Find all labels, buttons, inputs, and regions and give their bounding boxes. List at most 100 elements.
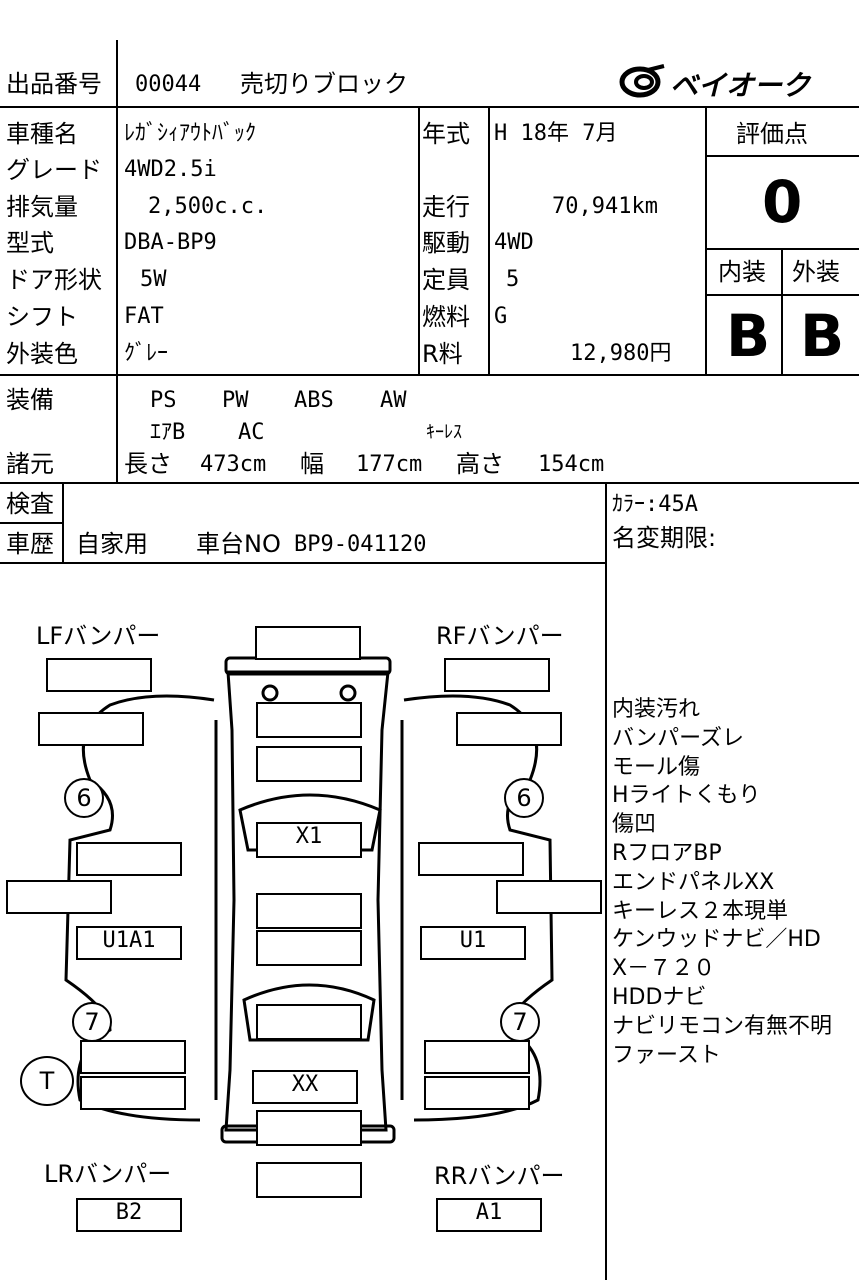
divider-grade: [705, 106, 707, 374]
right-door-mark-box: U1: [420, 926, 526, 960]
equip-keyless: ｷｰﾚｽ: [426, 422, 462, 443]
divider-inspect: [0, 482, 859, 484]
note-item: 内装汚れ: [612, 697, 701, 722]
exterior-grade: B: [800, 302, 845, 370]
notes-list: 内装汚れ バンパーズレ モール傷 Hライトくもり 傷凹 RフロアBP エンドパネ…: [612, 696, 856, 1070]
color-value: ｸﾞﾚｰ: [124, 341, 169, 366]
model-value: ﾚｶﾞｼｨｱｳﾄﾊﾞｯｸ: [124, 121, 257, 146]
divider-header: [0, 106, 859, 108]
hood-front-box: [255, 626, 361, 660]
width-value: 177cm: [356, 452, 423, 477]
chassis-value: BP9-041120: [294, 532, 427, 557]
rf-tire-circle: 6: [504, 778, 544, 818]
rf-door-box: [418, 842, 524, 876]
dimensions-label: 諸元: [6, 450, 54, 478]
rr-quarter-box: [424, 1040, 530, 1074]
capacity-label: 定員: [422, 266, 470, 294]
car-diagram: [64, 656, 554, 1144]
rear-box: [256, 1110, 362, 1146]
height-value: 154cm: [538, 452, 605, 477]
lf-tire-circle: 6: [64, 778, 104, 818]
interior-grade: B: [726, 302, 771, 370]
mileage-label: 走行: [422, 193, 470, 221]
divider-grade-h1: [705, 155, 859, 157]
note-item: モール傷: [612, 754, 701, 780]
note-item: バンパーズレ: [612, 725, 745, 751]
note-item: RフロアBP: [612, 840, 722, 866]
r-step-box: [496, 880, 602, 914]
rr-bumper-mark-box: A1: [436, 1198, 542, 1232]
drive-value: 4WD: [494, 230, 534, 255]
rr-bumper-label: RRバンパー: [434, 1162, 565, 1190]
door-value: 5W: [140, 267, 167, 292]
lf-bumper-box: [46, 658, 152, 692]
spare-tire-circle: T: [20, 1056, 74, 1106]
equip-abs: ABS: [294, 388, 334, 413]
equip-pw: PW: [222, 388, 249, 413]
roof-box-1: [256, 893, 362, 929]
l-step-box: [6, 880, 112, 914]
divider-grade-v: [781, 248, 783, 374]
interior-label: 内装: [718, 258, 766, 286]
divider-inspect-h: [0, 522, 62, 524]
history-value: 自家用: [76, 530, 148, 558]
top-left-vertical: [116, 40, 118, 482]
capacity-value: 5: [506, 267, 520, 292]
equip-airbag: ｴｱB: [150, 420, 186, 445]
divider-inspect-v: [62, 484, 64, 562]
engine-value: 2,500c.c.: [148, 194, 268, 219]
left-door-mark-box: U1A1: [76, 926, 182, 960]
lf-door-box: [76, 842, 182, 876]
lr-bumper-label: LRバンパー: [44, 1160, 172, 1188]
equip-ps: PS: [150, 388, 177, 413]
shift-value: FAT: [124, 304, 164, 329]
note-item: キーレス２本現単: [612, 898, 789, 924]
note-item: ファースト: [612, 1042, 721, 1068]
length-value: 473cm: [200, 452, 267, 477]
note-item: 傷凹: [612, 812, 657, 838]
chassis-label: 車台NO: [196, 530, 281, 558]
height-label: 高さ: [456, 450, 504, 478]
lot-label: 出品番号: [6, 70, 102, 98]
rr-quarter-box-2: [424, 1076, 530, 1110]
drive-label: 駆動: [422, 229, 470, 257]
roof-mark-box: X1: [256, 822, 362, 858]
lf-fender-box: [38, 712, 144, 746]
divider-diagram: [0, 562, 606, 564]
trunk-box-1: [256, 1004, 362, 1040]
roof-box-2: [256, 930, 362, 966]
divider-mid: [418, 106, 420, 374]
grade-value: 4WD2.5i: [124, 157, 217, 182]
model-label: 車種名: [6, 120, 78, 148]
score-label: 評価点: [736, 120, 808, 148]
recycle-label: R料: [422, 340, 463, 368]
shift-label: シフト: [6, 303, 78, 331]
note-item: ナビリモコン有無不明: [612, 1013, 833, 1039]
rf-bumper-box: [444, 658, 550, 692]
lot-number: 00044: [135, 72, 202, 97]
length-label: 長さ: [124, 450, 172, 478]
lr-bumper-mark-box: B2: [76, 1198, 182, 1232]
score-value: 0: [762, 168, 803, 236]
lr-quarter-box: [80, 1040, 186, 1074]
rear-bumper-box: [256, 1162, 362, 1198]
inspection-label: 検査: [6, 490, 54, 518]
equipment-label: 装備: [6, 386, 54, 414]
engine-label: 排気量: [6, 193, 78, 221]
logo-mark-icon: [619, 64, 665, 98]
recycle-value: 12,980円: [570, 341, 672, 366]
color-code: ｶﾗｰ:45A: [612, 492, 698, 517]
equip-ac: AC: [238, 420, 265, 445]
note-item: ケンウッドナビ／HD: [612, 927, 821, 953]
name-change-label: 名変期限:: [612, 524, 717, 552]
note-item: エンドパネルXX: [612, 869, 775, 895]
note-item: HDDナビ: [612, 984, 707, 1010]
note-item: Hライトくもり: [612, 783, 761, 809]
rf-bumper-label: RFバンパー: [436, 622, 564, 650]
lr-quarter-box-2: [80, 1076, 186, 1110]
sale-type: 売切りブロック: [240, 70, 408, 98]
divider-mid2: [488, 106, 490, 374]
divider-notes: [605, 484, 607, 1280]
fuel-label: 燃料: [422, 303, 470, 331]
divider-equip: [0, 374, 859, 376]
